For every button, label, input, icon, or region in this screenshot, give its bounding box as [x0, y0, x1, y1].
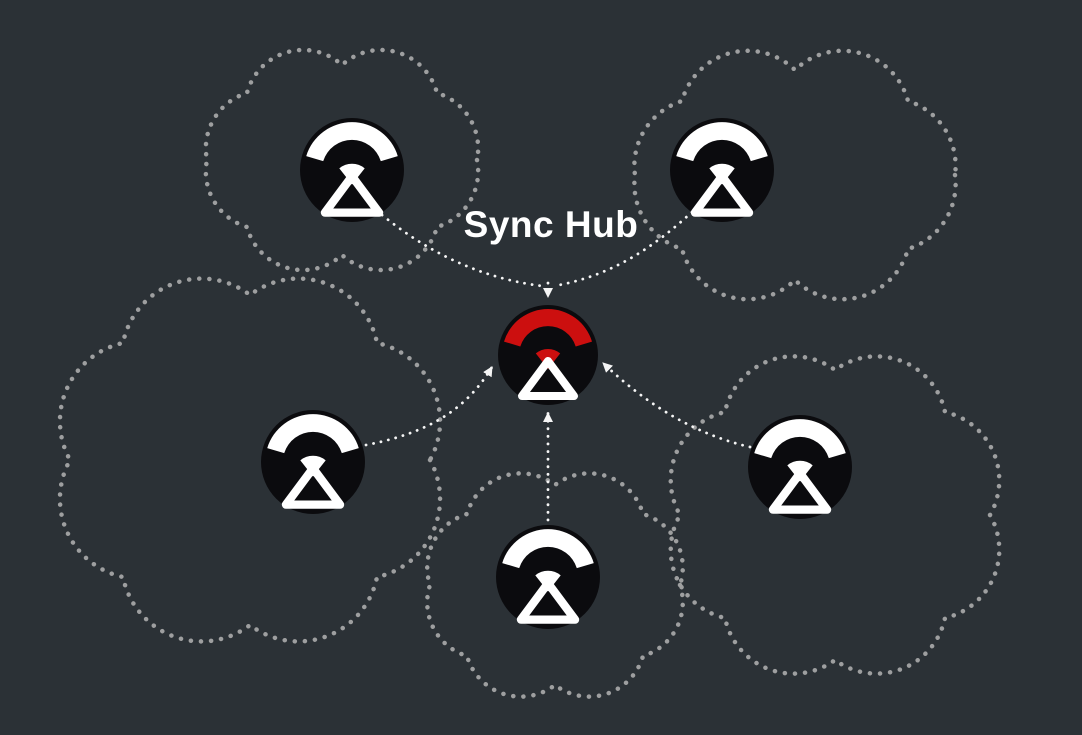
arrow-top-right-to-hub	[552, 210, 694, 288]
node-top-left	[300, 118, 404, 222]
node-bottom-center	[496, 525, 600, 629]
node-mid-right	[748, 415, 852, 519]
wifi-beacon-icon	[300, 118, 404, 222]
wifi-beacon-icon	[670, 118, 774, 222]
node-mid-left	[261, 410, 365, 514]
cloud-outline-top-right	[632, 48, 958, 302]
sync-hub-label: Sync Hub	[464, 204, 639, 245]
sync-hub-node	[498, 305, 598, 405]
wifi-beacon-icon-hub	[498, 305, 598, 405]
arrow-mid-left-to-hub	[364, 365, 494, 447]
cloud-outline-top-left	[203, 47, 481, 273]
wifi-beacon-icon	[261, 410, 365, 514]
cloud-outline-mid-right	[668, 354, 1002, 676]
cloud-outline-mid-left	[57, 276, 443, 644]
arrow-mid-right-to-hub	[601, 361, 752, 449]
wifi-beacon-icon	[496, 525, 600, 629]
arrow-top-left-to-hub	[380, 213, 544, 288]
wifi-beacon-icon	[748, 415, 852, 519]
cloud-outline-bottom-center	[424, 471, 686, 699]
node-top-right	[670, 118, 774, 222]
